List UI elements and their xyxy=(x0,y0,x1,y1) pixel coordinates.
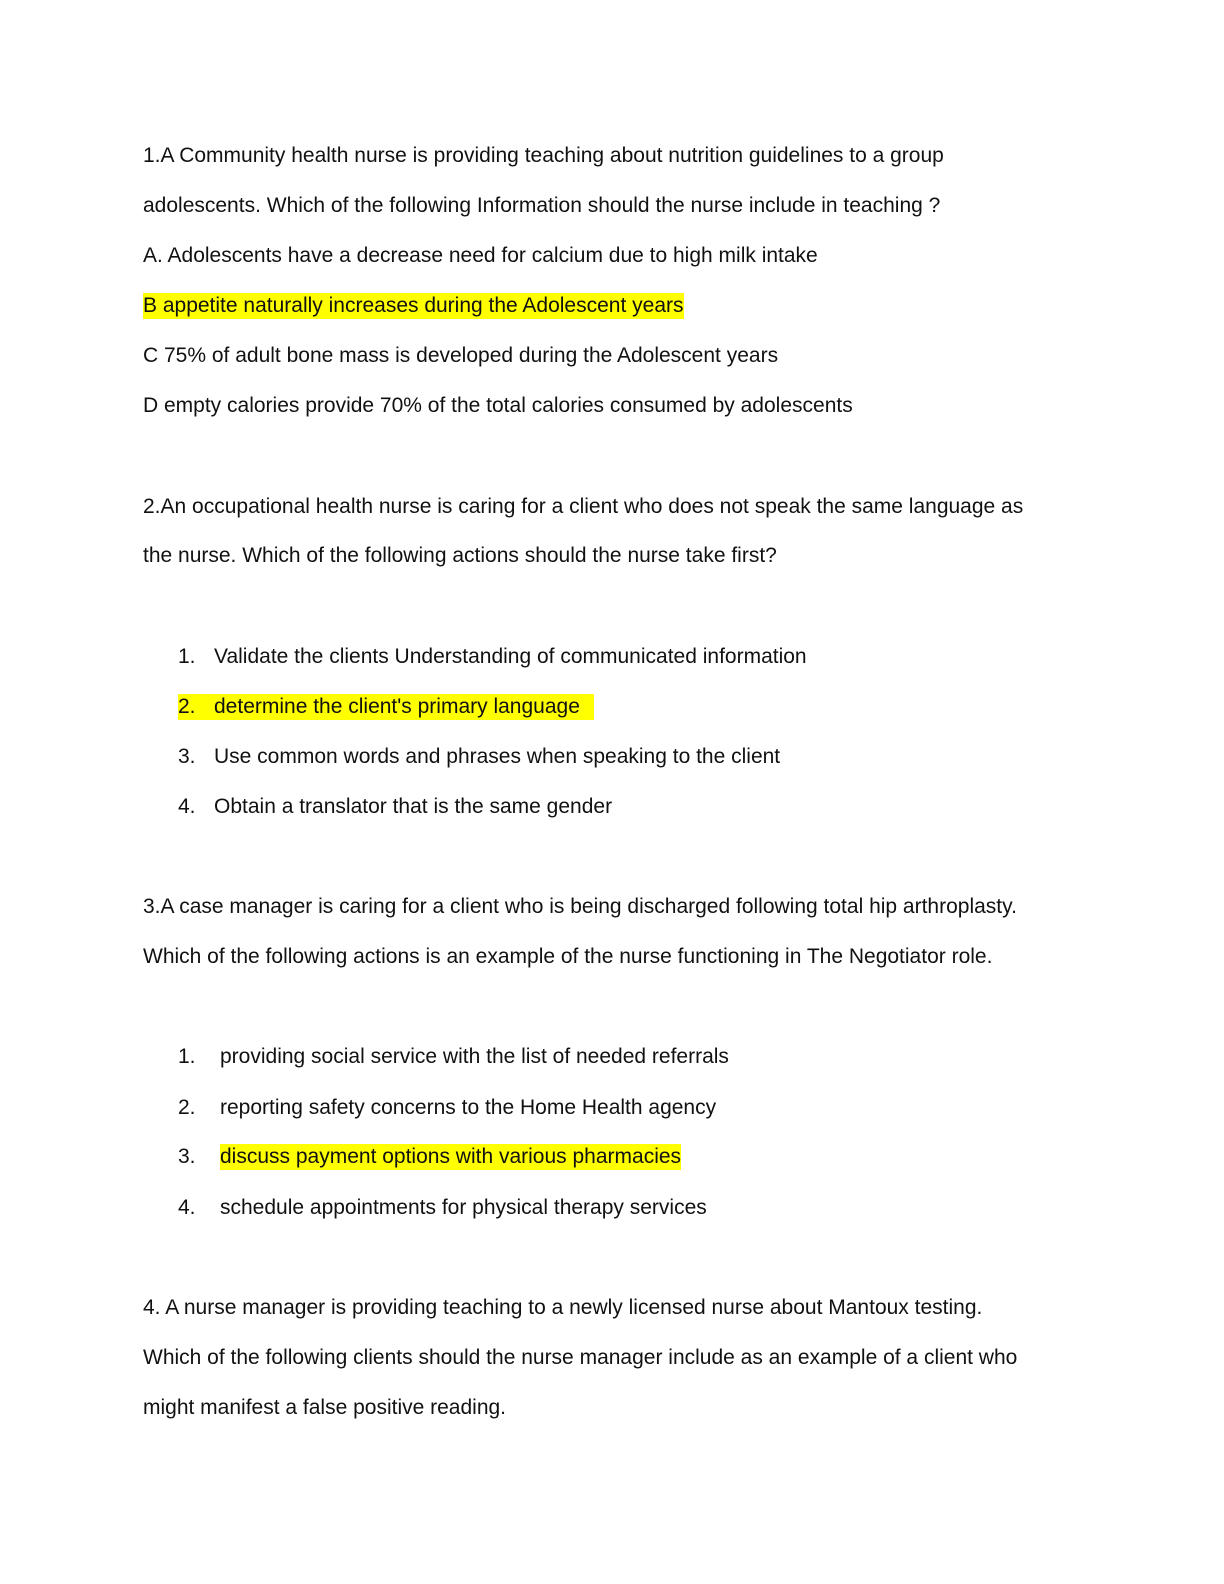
question-1-stem-line-2: adolescents. Which of the following Info… xyxy=(143,194,941,217)
option-number: 4. xyxy=(178,1196,196,1219)
question-2-option-4: 4. Obtain a translator that is the same … xyxy=(178,794,878,820)
option-number: 2. xyxy=(178,695,196,718)
question-2-stem-line-2: the nurse. Which of the following action… xyxy=(143,544,777,567)
option-number: 4. xyxy=(178,795,196,818)
option-text: Validate the clients Understanding of co… xyxy=(214,645,807,668)
option-text: determine the client's primary language xyxy=(214,695,580,718)
option-text: discuss payment options with various pha… xyxy=(220,1144,682,1170)
option-text: Obtain a translator that is the same gen… xyxy=(214,795,613,818)
option-number: 3. xyxy=(178,1145,196,1168)
option-text: reporting safety concerns to the Home He… xyxy=(220,1096,717,1119)
option-number: 3. xyxy=(178,745,196,768)
question-1-option-d: D empty calories provide 70% of the tota… xyxy=(143,394,853,417)
question-2-stem-line-1: 2.An occupational health nurse is caring… xyxy=(143,495,1024,518)
highlight-mark xyxy=(178,694,594,720)
option-number: 1. xyxy=(178,645,196,668)
question-2-option-1: 1. Validate the clients Understanding of… xyxy=(178,644,878,670)
question-1-option-c: C 75% of adult bone mass is developed du… xyxy=(143,344,779,367)
question-3-option-2: 2. reporting safety concerns to the Home… xyxy=(178,1095,878,1121)
question-2-option-3: 3. Use common words and phrases when spe… xyxy=(178,744,878,770)
option-text: Use common words and phrases when speaki… xyxy=(214,745,781,768)
question-4-stem-line-2: Which of the following clients should th… xyxy=(143,1346,1018,1369)
question-3-option-1: 1. providing social service with the lis… xyxy=(178,1044,878,1070)
question-4-stem-line-3: might manifest a false positive reading. xyxy=(143,1396,507,1419)
question-3-stem-line-2: Which of the following actions is an exa… xyxy=(143,945,993,968)
option-number: 2. xyxy=(178,1096,196,1119)
question-2-option-2-highlighted: 2. determine the client's primary langua… xyxy=(178,694,594,720)
question-1-option-a: A. Adolescents have a decrease need for … xyxy=(143,244,818,267)
question-4-stem-line-1: 4. A nurse manager is providing teaching… xyxy=(143,1296,983,1319)
question-3-option-3-highlighted: 3. discuss payment options with various … xyxy=(178,1144,878,1170)
question-1-option-b-highlighted: B appetite naturally increases during th… xyxy=(143,293,684,319)
option-number: 1. xyxy=(178,1045,196,1068)
option-text: providing social service with the list o… xyxy=(220,1045,729,1068)
question-3-option-4: 4. schedule appointments for physical th… xyxy=(178,1195,878,1221)
question-3-stem-line-1: 3.A case manager is caring for a client … xyxy=(143,895,1017,918)
question-1-stem-line-1: 1.A Community health nurse is providing … xyxy=(143,144,944,167)
option-text: schedule appointments for physical thera… xyxy=(220,1196,707,1219)
